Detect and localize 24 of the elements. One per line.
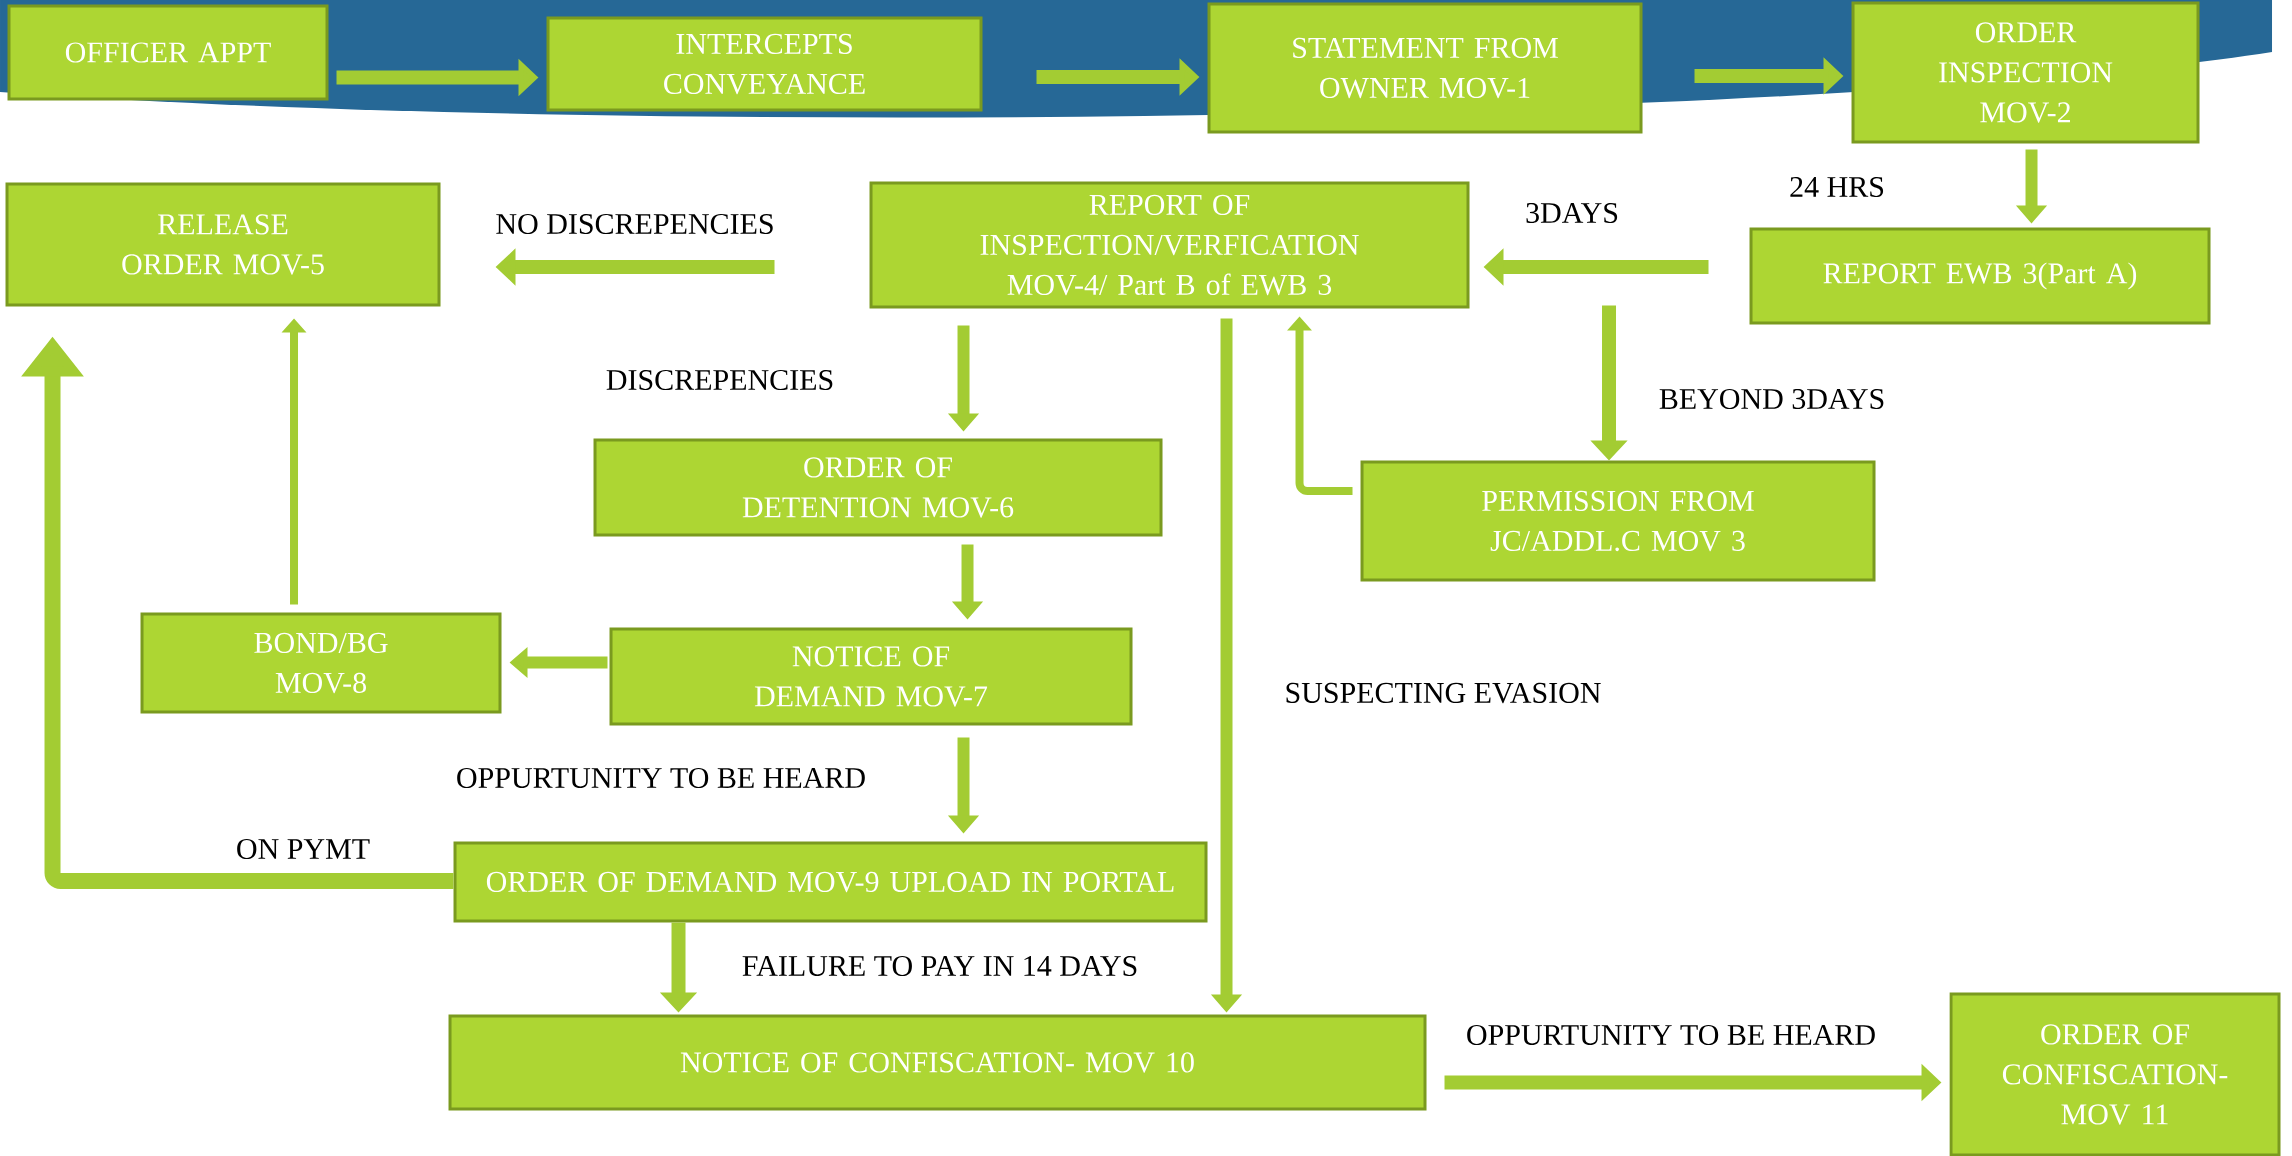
process-box: ORDER OF CONFISCATION- MOV 11 — [1949, 992, 2281, 1156]
edge-label: 24 HRS — [1787, 174, 1887, 200]
process-box: RELEASE ORDER MOV-5 — [5, 182, 441, 307]
edge-label: OPPURTUNITY TO BE HEARD — [1463, 1022, 1879, 1048]
process-box: NOTICE OF DEMAND MOV-7 — [609, 627, 1133, 726]
edge-label: BEYOND 3DAYS — [1656, 386, 1888, 412]
process-box: OFFICER APPT — [7, 4, 329, 101]
edge-label: OPPURTUNITY TO BE HEARD — [453, 765, 869, 791]
process-box: INTERCEPTS CONVEYANCE — [546, 16, 983, 112]
process-box: ORDER INSPECTION MOV-2 — [1851, 1, 2200, 144]
process-box: BOND/BG MOV-8 — [140, 612, 502, 714]
edge-label: ON PYMT — [233, 836, 373, 862]
process-box: ORDER OF DEMAND MOV-9 UPLOAD IN PORTAL — [453, 841, 1208, 923]
process-box: NOTICE OF CONFISCATION- MOV 10 — [448, 1014, 1427, 1111]
process-box: STATEMENT FROM OWNER MOV-1 — [1207, 2, 1643, 134]
process-box: REPORT EWB 3(Part A) — [1749, 227, 2211, 325]
process-box: ORDER OF DETENTION MOV-6 — [593, 438, 1163, 537]
edge-label: FAILURE TO PAY IN 14 DAYS — [739, 953, 1141, 979]
edge-label: SUSPECTING EVASION — [1282, 680, 1604, 706]
edge-label: DISCREPENCIES — [603, 367, 837, 393]
process-box: PERMISSION FROM JC/ADDL.C MOV 3 — [1360, 460, 1876, 582]
edge-label: 3DAYS — [1523, 200, 1621, 226]
edge-label: NO DISCREPENCIES — [493, 211, 777, 237]
process-box: REPORT OF INSPECTION/VERFICATION MOV-4/ Part B of EWB 3 — [869, 181, 1470, 309]
